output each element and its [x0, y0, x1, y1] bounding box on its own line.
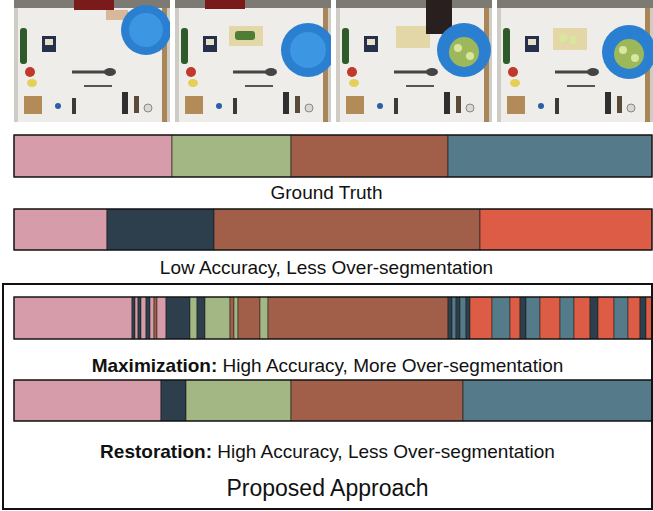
- segment: [448, 297, 452, 339]
- segment: [14, 135, 172, 177]
- segment: [150, 297, 154, 339]
- segment: [138, 297, 141, 339]
- segment: [166, 297, 190, 339]
- segment: [526, 297, 540, 339]
- caption-text: Proposed Approach: [226, 475, 428, 501]
- segment-bar: [14, 209, 652, 250]
- segment: [510, 297, 520, 339]
- video-frame: [175, 0, 335, 122]
- segment: [260, 297, 268, 339]
- segment: [614, 297, 628, 339]
- video-frame: [497, 0, 653, 122]
- segment: [197, 297, 205, 339]
- segment: [268, 297, 448, 339]
- bar-outline: [14, 209, 652, 250]
- segment: [238, 297, 260, 339]
- frame-scene: [175, 0, 331, 122]
- segment: [186, 380, 291, 421]
- cutting-board: [396, 26, 430, 48]
- video-frame: [14, 0, 171, 122]
- segment: [520, 297, 526, 339]
- chopped-cucumber: [619, 46, 627, 54]
- chopped-cucumber: [454, 44, 462, 52]
- segment-bar: [14, 297, 652, 339]
- segment: [291, 380, 463, 421]
- cucumber-slice: [569, 36, 577, 44]
- segment: [460, 297, 466, 339]
- segment: [640, 297, 646, 339]
- segment: [540, 297, 560, 339]
- approach-panel: Maximization:High Accuracy, More Over-se…: [2, 283, 653, 510]
- cutting-board: [229, 26, 263, 46]
- segment: [574, 297, 590, 339]
- segment: [14, 297, 132, 339]
- cucumber-slice: [559, 34, 567, 42]
- chopped-cucumber: [449, 37, 479, 67]
- segment: [560, 297, 574, 339]
- bowl-inside: [129, 13, 163, 47]
- segment: [470, 297, 492, 339]
- segment: [466, 297, 470, 339]
- arm: [205, 0, 245, 9]
- caption-line: Proposed Approach: [4, 475, 651, 503]
- segment-bar: [14, 135, 652, 177]
- chopped-cucumber: [466, 52, 474, 60]
- segment: [14, 380, 161, 421]
- chopped-cucumber: [614, 39, 644, 69]
- segment: [480, 209, 652, 250]
- segment: [590, 297, 598, 339]
- cutting-board: [553, 28, 587, 50]
- caption-text: High Accuracy, Less Over-segmentation: [217, 441, 555, 462]
- segment: [456, 297, 460, 339]
- segment: [154, 297, 157, 339]
- segment: [132, 297, 135, 339]
- caption-line: Maximization:High Accuracy, More Over-se…: [4, 355, 651, 378]
- segment: [190, 297, 197, 339]
- segment: [598, 297, 614, 339]
- segment: [214, 209, 480, 250]
- segment: [205, 297, 230, 339]
- segment: [230, 297, 234, 339]
- method-name: Maximization:: [92, 355, 218, 376]
- segment: [161, 380, 186, 421]
- segment: [291, 135, 448, 177]
- bar-caption: Low Accuracy, Less Over-segmentation: [160, 257, 493, 278]
- segment: [157, 297, 166, 339]
- video-frame: [336, 0, 492, 122]
- segment: [107, 209, 214, 250]
- frame-scene: [497, 0, 653, 122]
- bar-outline: [14, 380, 652, 421]
- chopped-cucumber: [631, 54, 639, 62]
- cucumber: [235, 31, 255, 40]
- bowl: [437, 23, 491, 77]
- bar-caption-line: Low Accuracy, Less Over-segmentation: [0, 257, 653, 280]
- method-name: Restoration:: [100, 441, 212, 462]
- arm: [74, 0, 114, 10]
- caption-text: High Accuracy, More Over-segmentation: [223, 355, 564, 376]
- frame-scene: [336, 0, 492, 122]
- frame-scene: [14, 0, 170, 122]
- bar-caption: Ground Truth: [271, 182, 383, 203]
- segment: [234, 297, 238, 339]
- segment: [14, 209, 107, 250]
- caption-line: Restoration:High Accuracy, Less Over-seg…: [4, 441, 651, 464]
- segment: [448, 135, 652, 177]
- bowl-inside: [290, 32, 326, 68]
- bar-outline: [14, 135, 652, 177]
- segment: [492, 297, 510, 339]
- bar-caption-line: Ground Truth: [0, 182, 653, 205]
- bowl: [121, 5, 171, 55]
- segment: [135, 297, 138, 339]
- segment: [146, 297, 150, 339]
- segment: [172, 135, 291, 177]
- bowl: [602, 25, 653, 79]
- segment: [463, 380, 652, 421]
- bowl: [281, 23, 335, 77]
- segment: [452, 297, 456, 339]
- segment-bar: [14, 380, 652, 421]
- segment: [141, 297, 146, 339]
- bar-outline: [14, 297, 652, 339]
- segment: [628, 297, 640, 339]
